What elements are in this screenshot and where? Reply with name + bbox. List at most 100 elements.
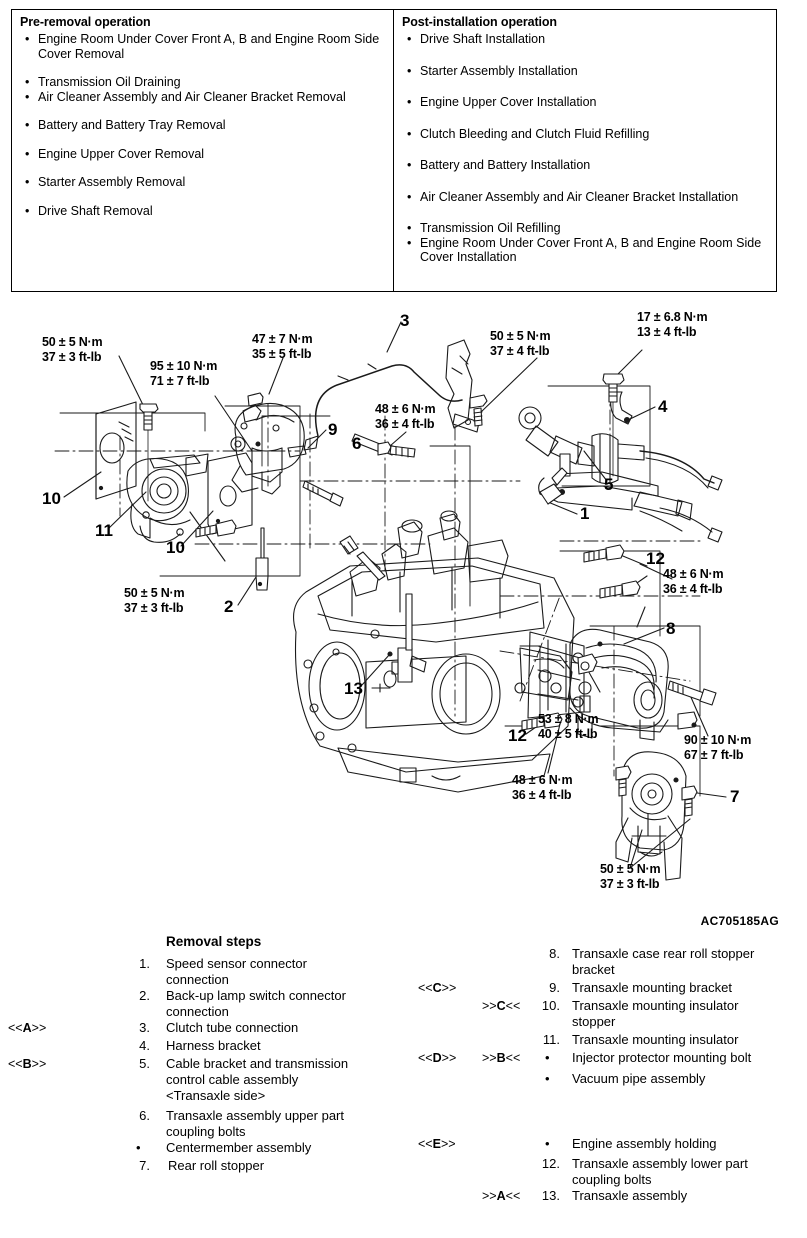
list-item-label: Air Cleaner Assembly and Air Cleaner Bra…: [38, 89, 346, 104]
step-bullet-icon: •: [136, 1140, 141, 1155]
list-item-label: Engine Upper Cover Installation: [420, 95, 597, 109]
step-bullet-icon: •: [545, 1136, 550, 1151]
pre-removal-list: • Engine Room Under Cover Front A, B and…: [20, 32, 385, 218]
step-text: Speed sensor connector connection: [166, 956, 307, 987]
list-item: • Engine Room Under Cover Front A, B and…: [20, 32, 385, 61]
pre-removal-title: Pre-removal operation: [20, 15, 151, 29]
bullet-icon: •: [25, 146, 30, 161]
step-number: 12.: [541, 1156, 560, 1171]
step-text: Transaxle mounting insulator stopper: [572, 998, 739, 1029]
list-item-label: Battery and Battery Tray Removal: [38, 118, 226, 132]
step-mark: <<B>>: [8, 1057, 47, 1071]
step-text: Engine assembly holding: [572, 1136, 717, 1151]
list-item-label: Air Cleaner Assembly and Air Cleaner Bra…: [420, 189, 739, 204]
step-text: Transaxle assembly upper part coupling b…: [166, 1108, 344, 1139]
bullet-icon: •: [407, 95, 412, 109]
step-text: Transaxle assembly: [572, 1188, 688, 1203]
step-number: 1.: [139, 956, 150, 971]
list-item: • Battery and Battery Installation: [402, 158, 768, 173]
step-mark: <<D>>: [418, 1051, 457, 1065]
pre-removal-operation-cell: Pre-removal operation • Engine Room Unde…: [12, 10, 394, 291]
post-installation-operation-cell: Post-installation operation • Drive Shaf…: [394, 10, 776, 291]
step-number: 8.: [549, 946, 560, 961]
callout-4: 4: [658, 397, 668, 416]
step-number: 2.: [139, 988, 150, 1003]
step-number: 13.: [541, 1188, 560, 1203]
bullet-icon: •: [407, 221, 412, 235]
list-item: • Starter Assembly Removal: [20, 175, 385, 190]
step-text: Harness bracket: [166, 1038, 261, 1053]
list-item-label: Drive Shaft Removal: [38, 203, 153, 218]
callout-6: 6: [352, 434, 362, 453]
step-number: 10.: [541, 998, 560, 1013]
list-item-label: Starter Assembly Removal: [38, 175, 186, 189]
list-item: • Engine Upper Cover Removal: [20, 147, 385, 162]
list-item-label: Drive Shaft Installation: [420, 32, 546, 46]
callout-9: 9: [328, 420, 338, 439]
list-item: • Drive Shaft Installation: [402, 32, 768, 47]
list-item: • Transmission Oil Draining: [20, 75, 385, 90]
bullet-icon: •: [407, 32, 412, 46]
list-item-label: Starter Assembly Installation: [420, 63, 578, 78]
callout-11: 11: [95, 521, 113, 540]
callout-5: 5: [604, 475, 614, 494]
list-item: • Engine Upper Cover Installation: [402, 95, 768, 110]
list-item-label: Transmission Oil Refilling: [420, 221, 561, 235]
list-item-label: Engine Room Under Cover Front A, B and E…: [420, 235, 762, 265]
bullet-icon: •: [407, 189, 412, 204]
bullet-icon: •: [25, 32, 30, 46]
post-installation-list: • Drive Shaft Installation • Starter Ass…: [402, 32, 768, 265]
diagram-artwork: [54, 321, 727, 881]
step-number: 6.: [139, 1108, 150, 1123]
bullet-icon: •: [407, 126, 412, 141]
step-bullet-icon: •: [545, 1050, 550, 1065]
step-mark: <<E>>: [418, 1137, 456, 1151]
list-item: • Transmission Oil Refilling: [402, 221, 768, 236]
bullet-icon: •: [407, 158, 412, 172]
callout-12b: 12: [508, 726, 527, 745]
step-mark: <<A>>: [8, 1021, 47, 1035]
step-number: 9.: [549, 980, 560, 995]
list-item-label: Engine Upper Cover Removal: [38, 146, 205, 161]
list-item-label: Engine Room Under Cover Front A, B and E…: [38, 32, 380, 61]
callout-3: 3: [400, 311, 410, 330]
callout-10b: 10: [166, 538, 185, 557]
removal-steps-title: Removal steps: [166, 934, 262, 949]
list-item: • Air Cleaner Assembly and Air Cleaner B…: [402, 190, 768, 205]
step-text: Vacuum pipe assembly: [572, 1071, 706, 1086]
callout-2: 2: [224, 597, 234, 616]
step-text: Cable bracket and transmission control c…: [166, 1056, 349, 1103]
list-item: • Air Cleaner Assembly and Air Cleaner B…: [20, 90, 385, 105]
step-text: Transaxle case rear roll stopper bracket: [572, 946, 755, 977]
callout-1: 1: [580, 504, 590, 523]
bullet-icon: •: [407, 235, 412, 250]
step-number: 5.: [139, 1056, 150, 1071]
callout-12a: 12: [646, 549, 665, 568]
callout-7: 7: [730, 787, 740, 806]
bullet-icon: •: [25, 118, 30, 132]
list-item-label: Transmission Oil Draining: [38, 75, 181, 89]
list-item: • Clutch Bleeding and Clutch Fluid Refil…: [402, 127, 768, 142]
step-text: Transaxle mounting bracket: [572, 980, 732, 995]
step-text: Transaxle assembly lower part coupling b…: [572, 1156, 748, 1187]
step-text: Clutch tube connection: [166, 1020, 299, 1035]
removal-steps-section: Removal steps 1. Speed sensor connector …: [0, 934, 807, 1238]
step-text: Transaxle mounting insulator: [572, 1032, 739, 1047]
step-mark-install: >>B<<: [482, 1051, 521, 1065]
list-item-label: Clutch Bleeding and Clutch Fluid Refilli…: [420, 126, 650, 141]
step-bullet-icon: •: [545, 1071, 550, 1086]
callout-10a: 10: [42, 489, 61, 508]
step-mark-install: >>C<<: [482, 999, 521, 1013]
step-number: 4.: [139, 1038, 150, 1053]
post-installation-title: Post-installation operation: [402, 15, 557, 29]
